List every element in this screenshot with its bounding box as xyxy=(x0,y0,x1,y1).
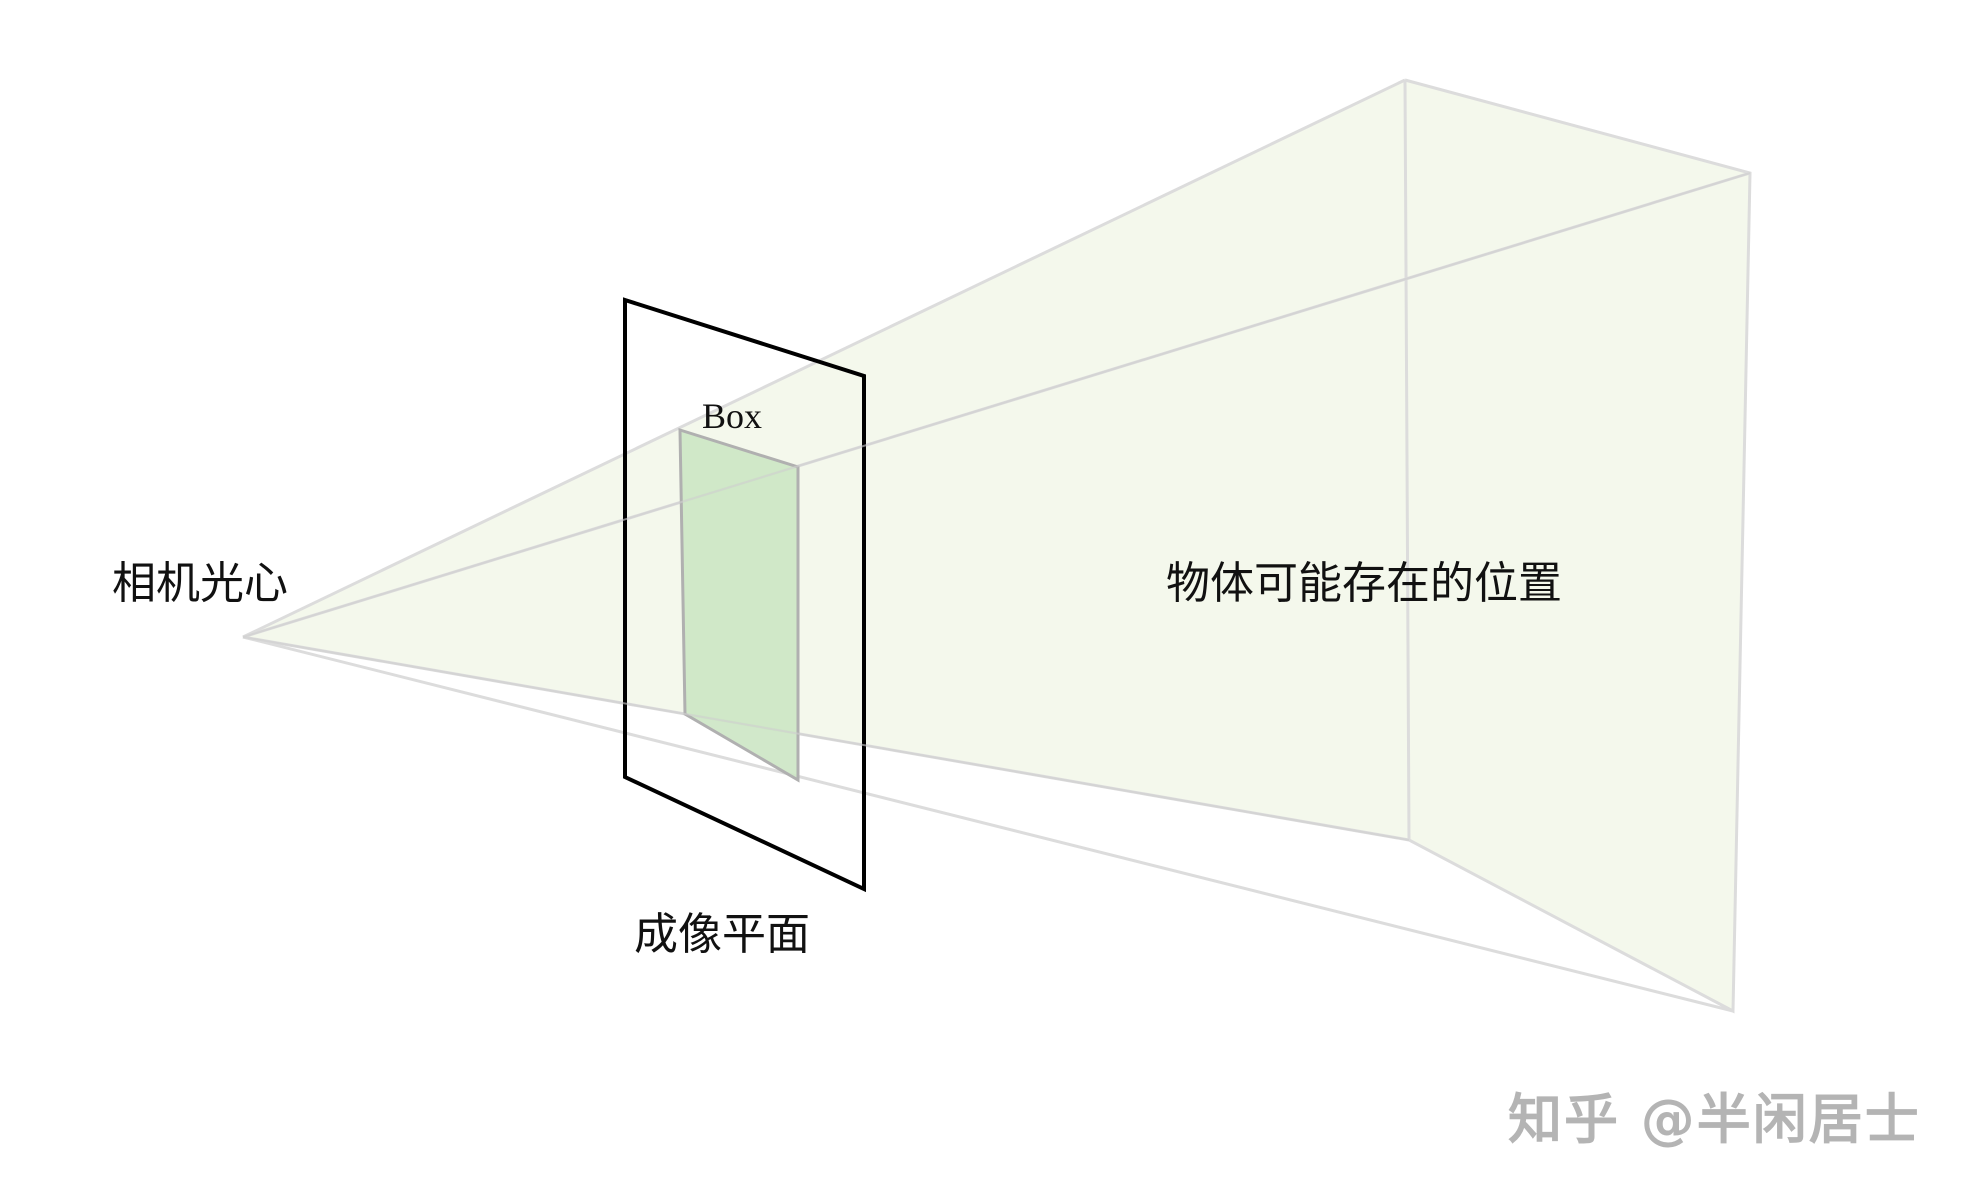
image-plane xyxy=(623,297,866,893)
object-region-label: 物体可能存在的位置 xyxy=(1166,558,1562,609)
camera-center-label: 相机光心 xyxy=(112,558,288,609)
watermark: 知乎 @半闲居士 xyxy=(1508,1088,1921,1151)
detection-box xyxy=(678,427,800,783)
box-label: Box xyxy=(702,396,763,436)
view-frustum xyxy=(242,78,1752,1014)
image-plane-label: 成像平面 xyxy=(634,909,810,960)
